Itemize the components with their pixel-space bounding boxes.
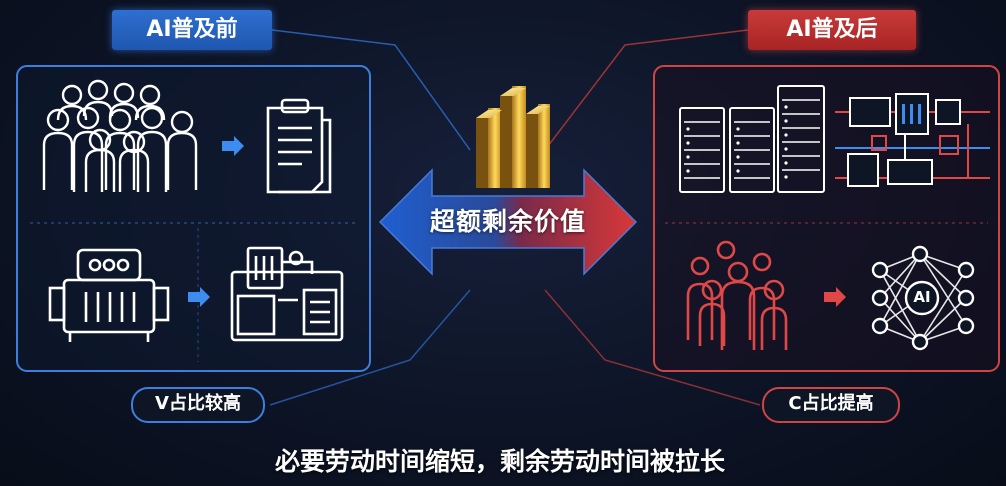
circuit-diagram-icon (835, 93, 990, 187)
arrow-right-icon (188, 287, 210, 307)
caption: 必要劳动时间缩短，剩余劳动时间被拉长 (274, 447, 725, 476)
center-label: 超额剩余价值 (429, 207, 586, 236)
left-panel-frame (16, 65, 371, 372)
pill-v-ratio: V占比较高 (131, 387, 265, 423)
gold-bars-icon (476, 86, 550, 188)
clipboard-icon (266, 98, 332, 194)
connector-lines (269, 29, 761, 406)
arrow-right-icon (222, 136, 244, 156)
double-arrow-icon (378, 168, 638, 276)
factory-equipment-icon (230, 246, 344, 342)
machine-icon (48, 248, 170, 342)
crowd-icon (42, 79, 198, 192)
tag-after-ai: AI普及后 (748, 10, 916, 50)
tag-before-ai: AI普及前 (112, 10, 272, 50)
small-crowd-icon (686, 240, 788, 350)
pill-c-ratio: C占比提高 (762, 387, 900, 423)
neural-network-icon (871, 245, 975, 351)
arrow-right-icon (824, 287, 846, 307)
ai-node-label: AI (913, 288, 931, 306)
server-rack-icon (679, 85, 825, 193)
